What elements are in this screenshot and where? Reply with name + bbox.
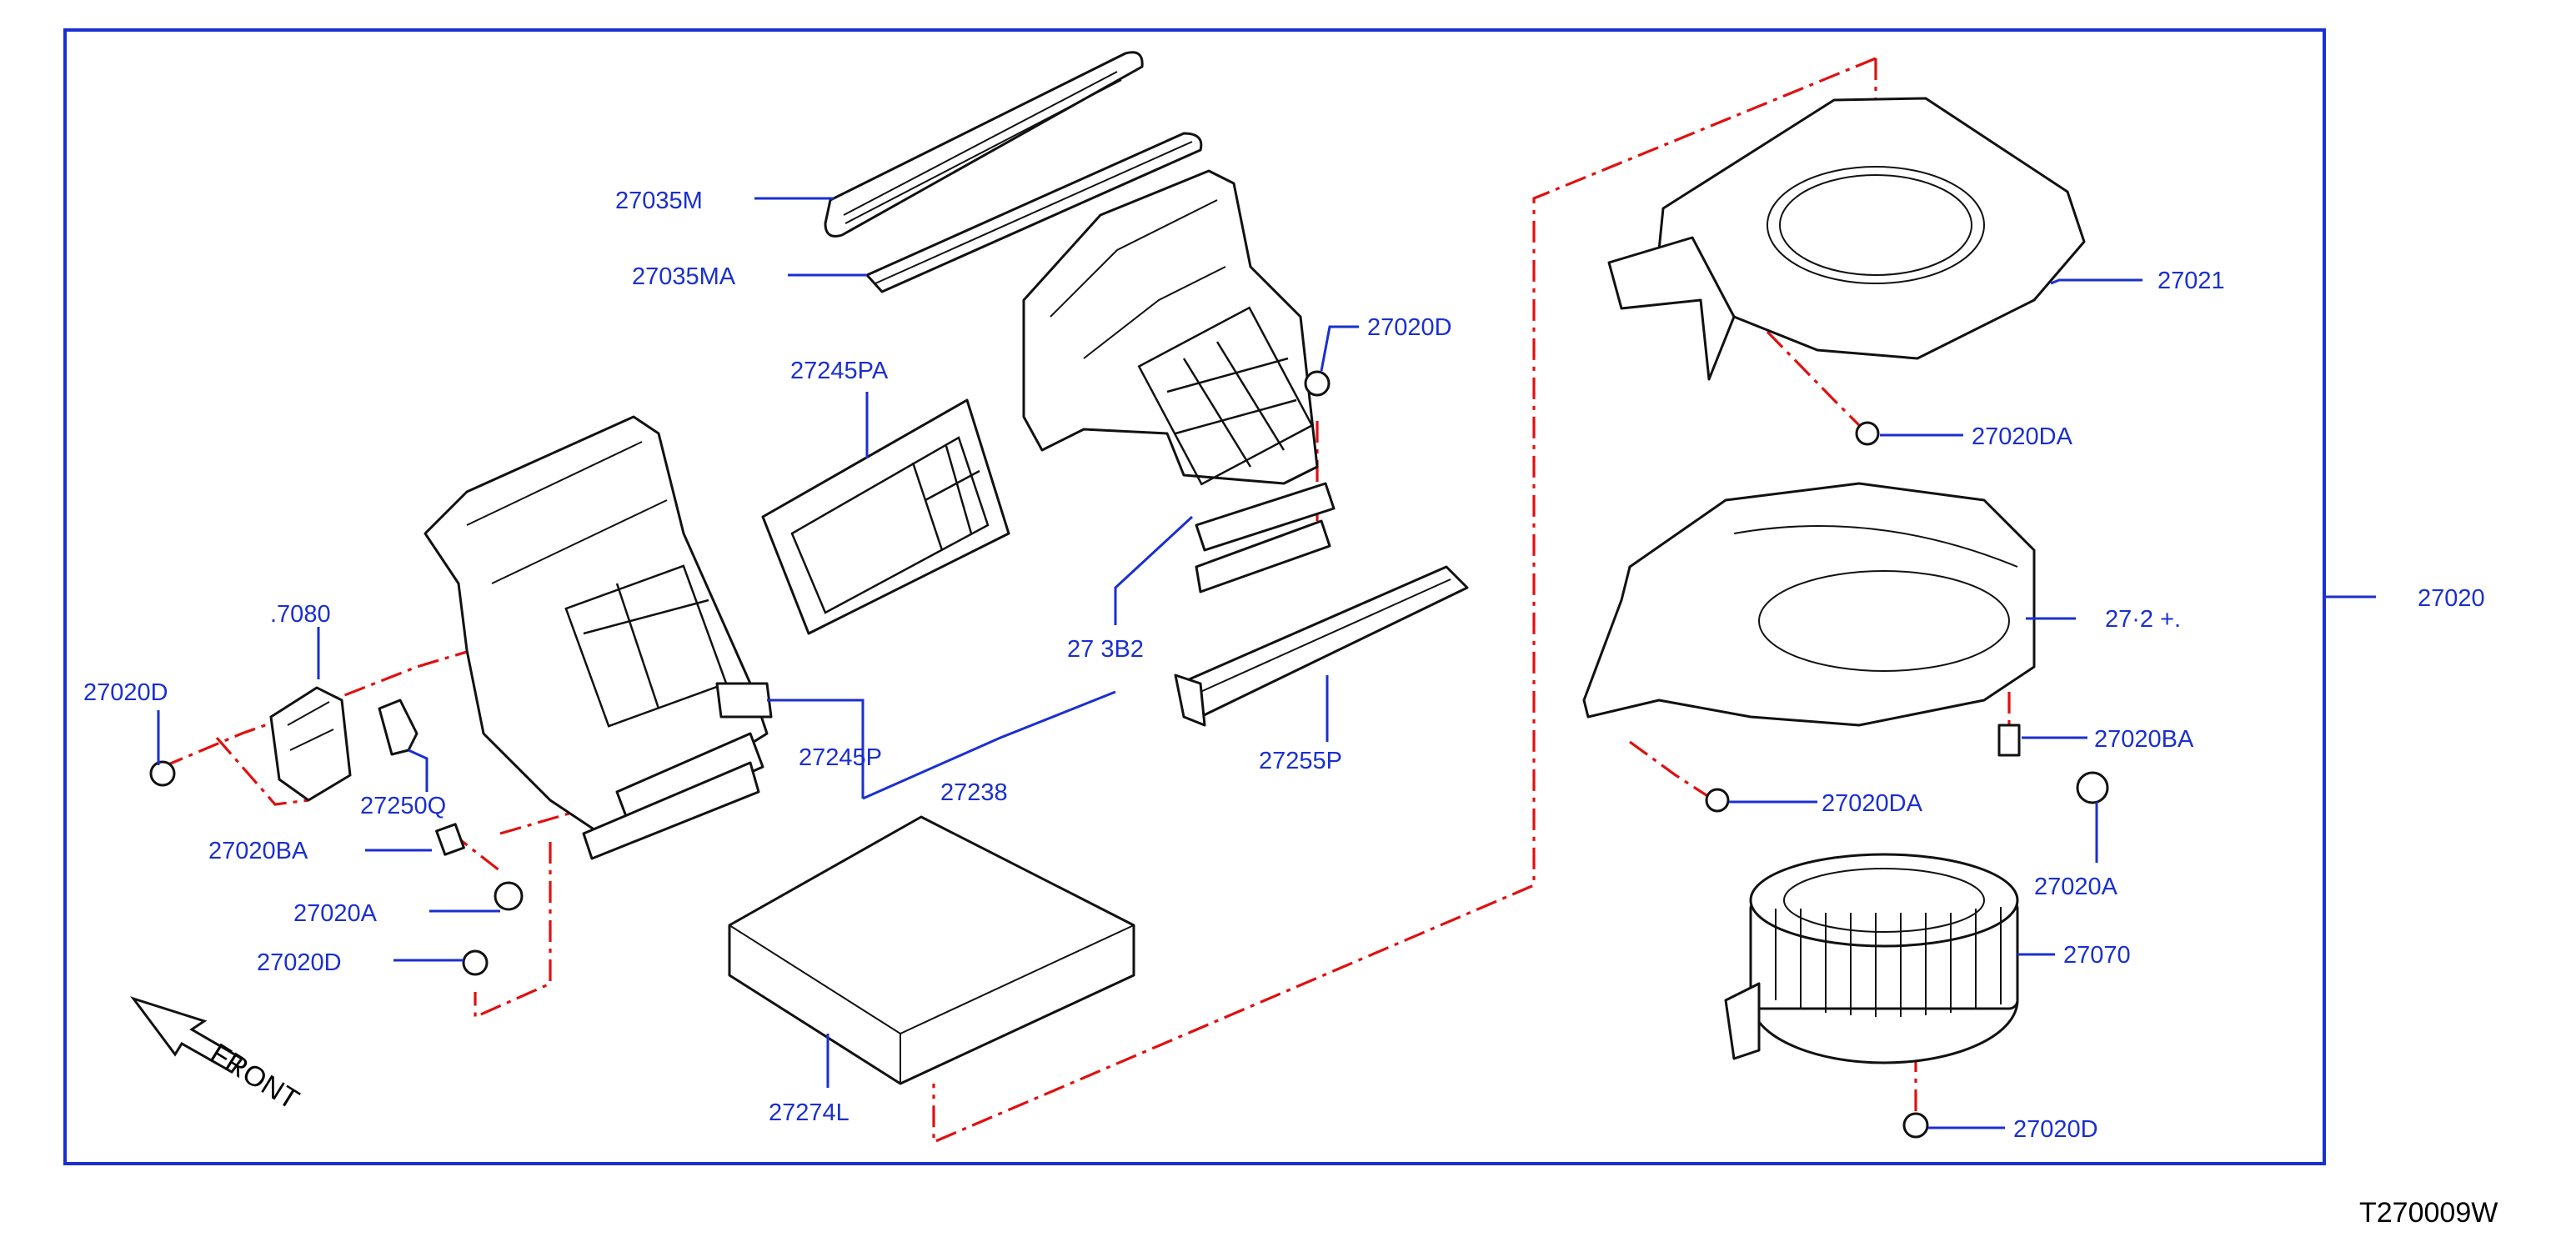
- fasteners-drawing: [149, 370, 2109, 1139]
- leader-lines: [157, 197, 2376, 1129]
- label-27020BA-left: 27020BA: [208, 838, 308, 864]
- upper-duct-drawing: [1022, 169, 1336, 593]
- panel-27255P-drawing: [1174, 565, 1469, 727]
- label-27020BA-right: 27020BA: [2094, 726, 2194, 753]
- label-27070: 27070: [2063, 942, 2131, 969]
- label-27250Q: 27250Q: [360, 793, 446, 819]
- label-27080: .7080: [270, 601, 331, 628]
- lever-27250Q-drawing: [378, 699, 418, 756]
- label-27238: 27238: [940, 779, 1008, 806]
- label-27022: 27·2 +.: [2105, 606, 2181, 633]
- label-27020: 27020: [2418, 585, 2485, 612]
- label-27020DA-top: 27020DA: [1972, 423, 2073, 450]
- label-273B2: 27 3B2: [1067, 636, 1144, 663]
- label-27020D-left: 27020D: [83, 679, 168, 706]
- label-27020DA-mid: 27020DA: [1822, 790, 1923, 817]
- cabin-filter-27274L-drawing: [728, 815, 1135, 1085]
- seal-27035M-drawing: [824, 51, 1144, 238]
- label-27020A-left: 27020A: [293, 900, 378, 927]
- label-27245PA: 27245PA: [790, 358, 889, 384]
- fan-motor-27070-drawing: [1724, 853, 2019, 1064]
- seal-27035MA-drawing: [865, 132, 1203, 293]
- intake-housing-27021-drawing: [1607, 97, 2086, 381]
- front-arrow: FRONT: [130, 996, 304, 1116]
- label-27020D-low: 27020D: [257, 949, 342, 976]
- scroll-case-drawing: [1582, 482, 2036, 727]
- label-27020D-bottom: 27020D: [2013, 1116, 2098, 1143]
- label-27255P: 27255P: [1259, 748, 1342, 774]
- label-27245P: 27245P: [799, 744, 882, 771]
- front-label: FRONT: [205, 1038, 304, 1116]
- part-labels: 27035M 27035MA 27245PA 27020D 27021 2702…: [83, 188, 2485, 1143]
- reference-code: T270009W: [2359, 1197, 2498, 1229]
- label-27021: 27021: [2158, 268, 2225, 294]
- label-27020D-top: 27020D: [1367, 314, 1452, 341]
- label-27274L: 27274L: [769, 1099, 849, 1126]
- filter-frame-27245PA-drawing: [761, 398, 1010, 635]
- heater-case-drawing: [423, 415, 773, 860]
- label-27020A-right: 27020A: [2034, 874, 2118, 900]
- actuator-27080-drawing: [269, 686, 352, 802]
- label-27035MA: 27035MA: [632, 263, 736, 290]
- label-27035M: 27035M: [615, 188, 703, 214]
